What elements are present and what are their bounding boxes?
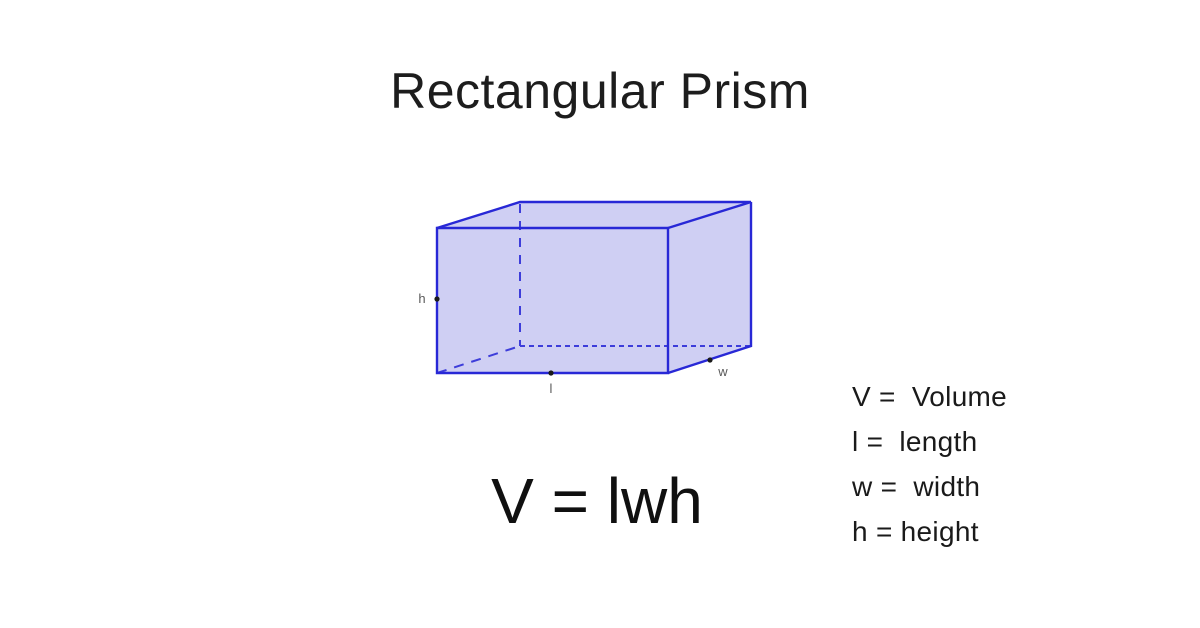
hidden-left-depth-edge xyxy=(436,345,521,374)
volume-formula: V = lwh xyxy=(491,465,703,537)
dimension-labels: h l w xyxy=(418,291,728,396)
dimension-dots xyxy=(434,296,713,376)
page-title: Rectangular Prism xyxy=(390,63,810,119)
legend-item-length: l = length xyxy=(852,426,978,457)
prism-solid-edges xyxy=(435,200,753,375)
legend-item-height: h = height xyxy=(852,516,979,547)
height-label: h xyxy=(418,291,425,306)
height-dot xyxy=(434,296,440,302)
length-label: l xyxy=(550,381,553,396)
width-dot xyxy=(707,357,713,363)
length-dot xyxy=(548,370,554,376)
legend-item-width: w = width xyxy=(852,471,981,502)
legend-item-volume: V = Volume xyxy=(852,381,1008,412)
prism-diagram: h l w xyxy=(405,185,775,410)
prism-svg: h l w xyxy=(418,200,753,396)
right-face-edges xyxy=(667,202,753,375)
prism-fill xyxy=(437,202,751,373)
top-face-edges xyxy=(436,200,752,230)
width-label: w xyxy=(717,364,728,379)
variable-legend: V = Volume l = length w = width h = heig… xyxy=(852,374,1007,554)
